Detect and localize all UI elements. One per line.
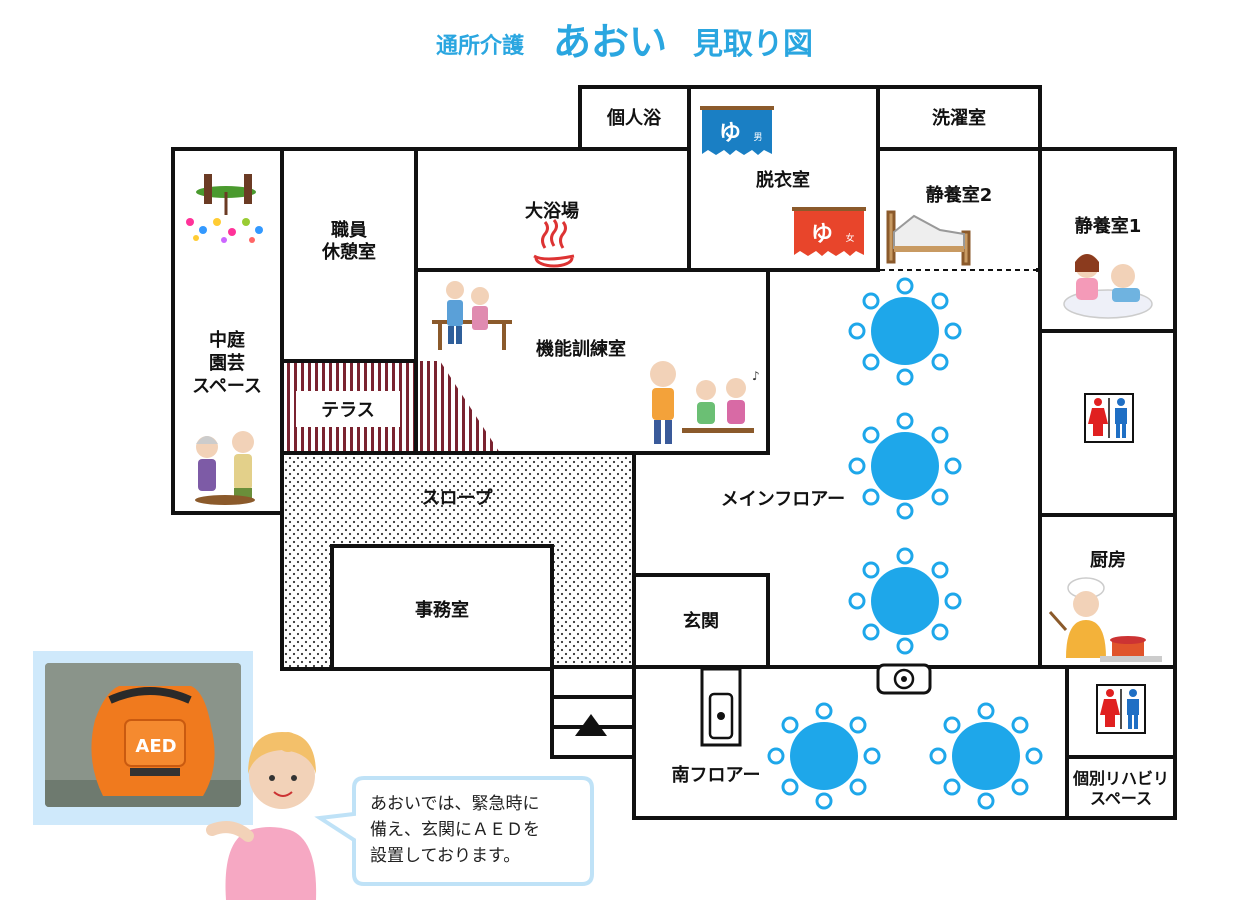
hot-spring-icon [533,219,575,268]
terrace-label-bg [296,391,400,427]
bubble-line-1: あおいでは、緊急時に [370,794,540,814]
walking-rehab-icon [432,281,512,350]
cook-icon [1048,577,1162,662]
label-courtyard-line3: スペース [192,376,262,397]
label-kitchen: 厨房 [1090,549,1126,571]
laundry-room [876,85,1042,151]
bed-icon [886,210,971,266]
chairs [929,702,1043,810]
sink-icon [700,667,742,747]
svg-text:♪: ♪ [752,369,760,383]
label-courtyard-line2: 園芸 [209,352,245,374]
page-title: 通所介護 あおい 見取り図 [436,20,813,64]
aed-device-label: AED [135,736,176,757]
label-rest-room-2: 静養室2 [926,184,993,206]
label-south-floor: 南フロアー [672,764,761,786]
table-group-4 [767,702,881,810]
bubble-line-2: 備え、玄関にＡＥＤを [370,820,540,840]
speech-bubble: あおいでは、緊急時に 備え、玄関にＡＥＤを 設置しております。 [314,776,594,886]
garden-table-icon [186,174,263,243]
label-laundry: 洗濯室 [932,107,986,129]
label-terrace: テラス [321,400,375,421]
bubble-line-3: 設置しております。 [370,846,520,866]
toilet-icon [1084,393,1134,443]
male-curtain-icon: ゆ 男 [700,106,774,155]
gardening-people-icon [195,431,255,505]
chairs [767,702,881,810]
title-name: あおい [553,20,667,64]
label-dressing-room: 脱衣室 [756,169,810,191]
staff-guide-icon [206,732,317,900]
up-arrow-icon [575,714,607,736]
label-main-floor: メインフロアー [721,489,845,510]
table [790,722,858,790]
table-group-5 [929,702,1043,810]
office-room [330,544,554,671]
terrace-stripes [416,361,500,453]
label-staff-line1: 職員 [331,219,367,241]
table [871,297,939,365]
label-large-bath: 大浴場 [525,200,579,222]
female-curtain-sub: 女 [845,232,854,244]
rehab-space [1065,755,1177,820]
female-curtain-mark: ゆ [811,222,833,247]
caregiver-icon [1063,254,1153,319]
toilet-icon-2 [1096,684,1146,734]
chairs [848,412,962,520]
title-suffix: 見取り図 [693,27,813,62]
label-training: 機能訓練室 [536,338,626,360]
label-office: 事務室 [415,599,469,621]
kitchen-room [1038,513,1177,669]
entrance-steps [550,665,636,759]
label-slope: スロープ [422,487,494,509]
title-prefix: 通所介護 [436,33,525,59]
label-courtyard-line1: 中庭 [209,329,245,351]
staff-room [280,147,418,363]
table-group-2 [848,412,962,520]
label-rest-room-1: 静養室1 [1075,215,1142,237]
sensor-icon [876,663,932,695]
entrance-room [632,573,770,669]
aed-photo: AED [33,651,253,825]
chairs [848,277,962,386]
exercise-group-icon: ♪ [650,361,760,444]
male-curtain-sub: 男 [753,132,762,143]
female-curtain-icon: ゆ 女 [792,207,866,256]
label-rehab-line1: 個別リハビリ [1072,769,1169,788]
table-group-1 [848,277,962,386]
flower-icons [186,218,263,243]
label-rehab-line2: スペース [1090,789,1152,808]
table [952,722,1020,790]
table [871,432,939,500]
chairs [848,547,962,655]
label-staff-line2: 休憩室 [321,241,376,263]
table-group-3 [848,547,962,655]
label-private-bath: 個人浴 [606,108,662,129]
male-curtain-mark: ゆ [719,121,741,146]
label-entrance: 玄関 [683,610,719,632]
table [871,567,939,635]
